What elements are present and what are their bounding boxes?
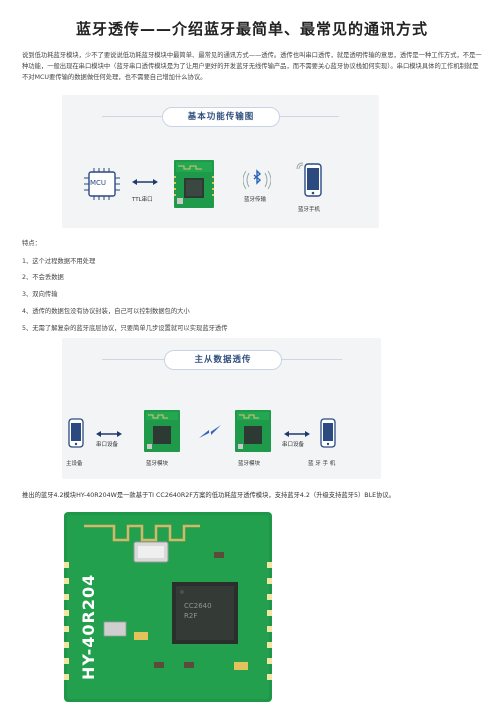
signal-icon [296,162,304,170]
diagram2-banner: 主从数据透传 [164,350,282,370]
serial-device-left-label: 串口设备 [96,442,119,448]
product-paragraph: 推出的蓝牙4.2模块HY-40R204W是一款基于TI CC2640R2F方案的… [22,492,395,499]
bluetooth-phone-icon [320,418,336,448]
bluetooth-phone-label: 蓝牙手机 [298,207,321,213]
double-arrow-icon [96,431,122,437]
svg-text:R2F: R2F [184,612,197,620]
features-heading: 特点： [22,240,41,247]
bluetooth-module-left-image [144,410,180,452]
basic-transmission-diagram: 基本功能传输图 MCU TTL串口 蓝牙传输 [62,95,379,228]
serial-device-right-label: 串口设备 [282,442,305,448]
bluetooth-phone-label: 蓝 牙 手 机 [308,461,336,467]
svg-text:CC2640: CC2640 [184,602,212,610]
host-device-label: 主设备 [66,461,83,467]
bluetooth-module-image [174,160,214,208]
list-item: 4、透传的数据包没有协议封装，自己可以控制数据包的大小 [22,308,190,315]
bluetooth-module-left-label: 蓝牙模块 [146,461,169,467]
list-item: 1、这个过程数据不用处理 [22,258,96,265]
module-print-label: HY-40R204 [79,574,98,680]
list-item: 5、无需了解复杂的蓝牙底层协议，只要简单几步设置就可以实现蓝牙透传 [22,325,228,332]
double-arrow-icon [132,179,158,185]
master-slave-diagram: 主从数据透传 串口设备 主设备 蓝牙模块 蓝牙模块 串口设备 [62,338,381,479]
double-arrow-icon [284,431,310,437]
mcu-label: MCU [90,179,107,187]
bluetooth-icon [243,169,271,190]
bluetooth-module-right-label: 蓝牙模块 [238,461,261,467]
intro-paragraph: 说到低功耗蓝牙模块，少不了要说说低功耗蓝牙模块中最简单、最常见的通讯方式——透传… [22,52,482,81]
page-title: 蓝牙透传——介绍蓝牙最简单、最常见的通讯方式 [75,20,428,38]
mcu-chip-icon [84,168,120,200]
phone-icon [304,163,322,197]
hy-40r204-module-photo: CC2640 R2F HY-40R204 [64,512,272,702]
bluetooth-transmit-label: 蓝牙传输 [244,197,267,203]
diagram1-banner: 基本功能传输图 [162,107,280,127]
list-item: 2、不会丢数据 [22,274,64,281]
bluetooth-module-right-image [235,410,271,452]
list-item: 3、双向传输 [22,291,58,298]
wireless-signal-icon [199,425,221,438]
host-phone-icon [68,418,84,448]
ttl-serial-label: TTL串口 [132,197,153,203]
